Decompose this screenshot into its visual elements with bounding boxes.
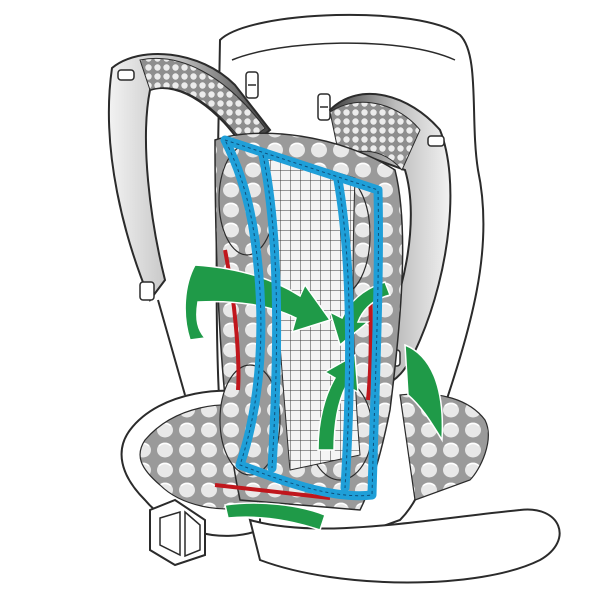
left-shoulder-strap — [107, 53, 272, 396]
blue-frame-stitching — [224, 139, 379, 497]
red-edge-trim — [214, 173, 373, 500]
top-buckle-icon — [245, 71, 331, 121]
strap-adjuster-icon — [117, 69, 155, 301]
buckle-icon — [149, 498, 206, 567]
